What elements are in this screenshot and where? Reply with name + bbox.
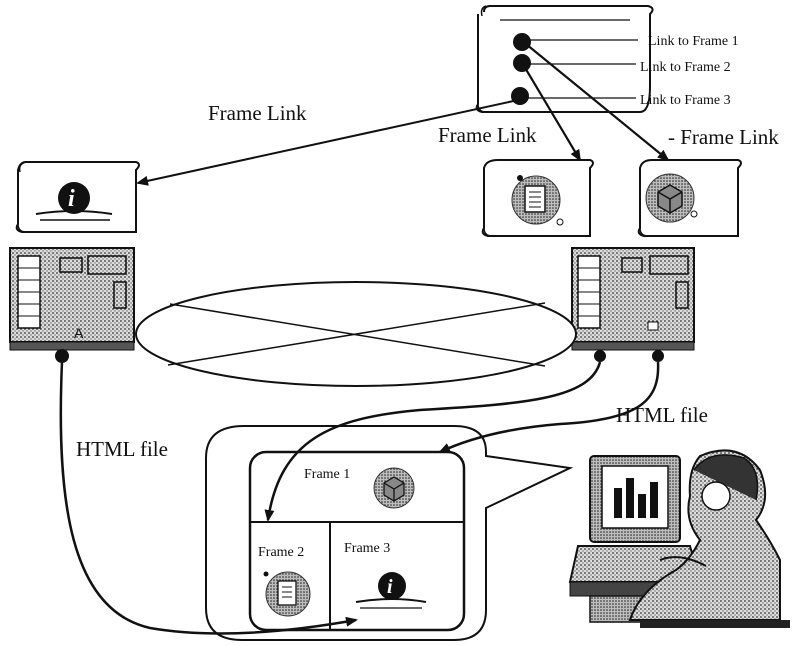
svg-text:i: i: [387, 576, 393, 598]
frame-1-label: Frame 1: [304, 467, 350, 482]
link-label-frame-3: Link to Frame 3: [640, 93, 731, 108]
user-at-computer-icon: [568, 449, 790, 628]
frame-link-label-left: Frame Link: [208, 101, 307, 125]
server-b-port-1: [594, 350, 606, 362]
frame-2-label: Frame 2: [258, 545, 304, 560]
frame-3-label: Frame 3: [344, 541, 390, 556]
server-a-port: [55, 349, 69, 363]
html-file-label-right: HTML file: [616, 403, 708, 427]
frame-link-arrow-left: [136, 99, 519, 186]
link-label-frame-1: Link to Frame 1: [648, 34, 739, 49]
link-dot-1: [513, 33, 531, 51]
cube-icon: [645, 173, 698, 223]
html-file-arrow-right-2: [438, 361, 660, 454]
frame-link-label-middle: Frame Link: [438, 123, 537, 147]
html-file-label-left: HTML file: [76, 437, 168, 461]
page-scroll-cube: [637, 159, 742, 237]
link-dot-2: [513, 54, 531, 72]
server-a-icon: A: [9, 247, 135, 363]
frame-link-label-right: - Frame Link: [668, 125, 779, 149]
index-page-scroll: Link to Frame 1 Link to Frame 2 Link to …: [475, 5, 739, 113]
link-label-frame-2: Link to Frame 2: [640, 60, 731, 75]
server-b-port-2: [652, 350, 664, 362]
document-icon: [263, 571, 311, 617]
frame-link-arrow-middle: [523, 65, 582, 162]
page-scroll-document: [481, 159, 594, 237]
svg-text:i: i: [68, 186, 75, 212]
link-dot-3: [511, 87, 529, 105]
info-icon: i: [35, 182, 113, 221]
html-file-arrow-left: [59, 361, 358, 635]
info-icon: i: [355, 572, 427, 609]
document-icon: [511, 175, 564, 226]
server-a-label: A: [74, 325, 84, 341]
network-icon: [135, 281, 577, 387]
cube-icon: [373, 467, 415, 509]
html-file-arrow-right-1: [264, 361, 602, 522]
page-scroll-info: i: [15, 161, 140, 233]
server-b-icon: [571, 247, 695, 362]
frame-link-arrow-right: [525, 43, 670, 162]
